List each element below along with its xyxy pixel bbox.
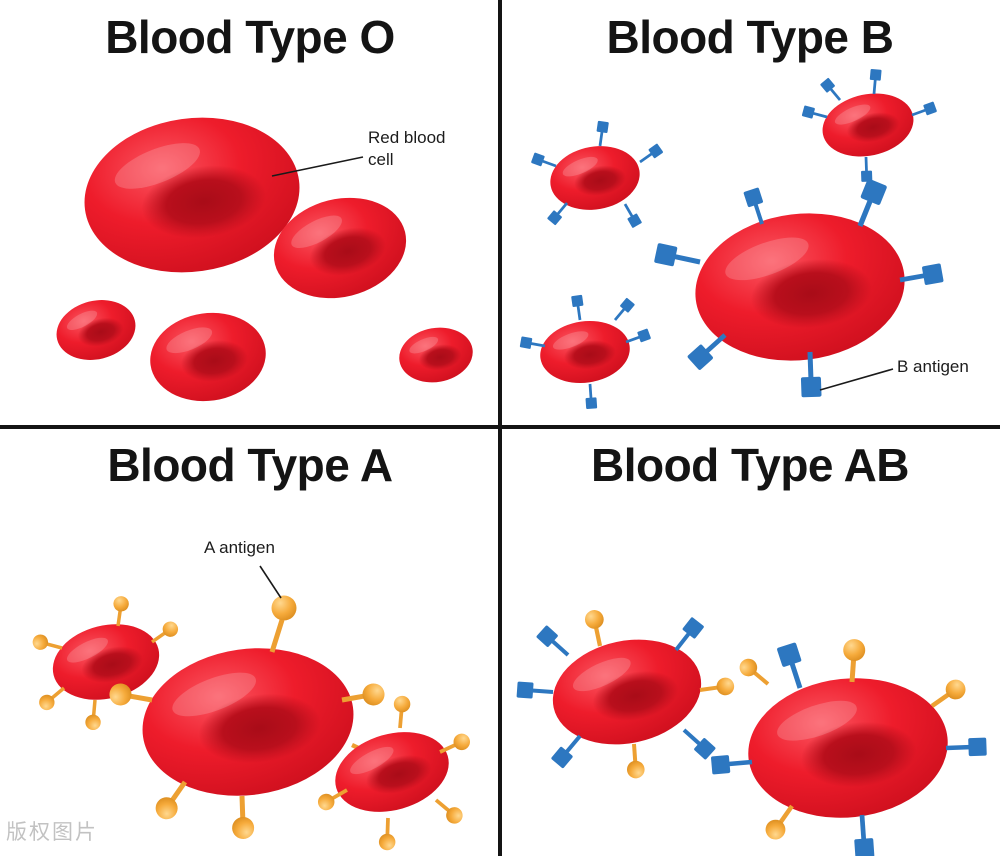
- b-antigen: [776, 642, 810, 692]
- b-antigen: [860, 156, 873, 182]
- b-antigen: [868, 68, 882, 95]
- a-antigen: [698, 676, 736, 699]
- a-antigen: [625, 743, 646, 779]
- b-antigen: [801, 105, 829, 123]
- red-blood-cell: [144, 305, 272, 409]
- a-antigen: [110, 595, 130, 628]
- panel-title-blood-type-ab: Blood Type AB: [590, 439, 910, 491]
- red-blood-cell: [543, 626, 711, 758]
- a-antigen: [430, 793, 467, 828]
- b-antigen: [898, 263, 944, 290]
- b-antigen: [620, 201, 643, 229]
- panel-b-cells: [519, 68, 944, 410]
- panel-ab-cells: [516, 608, 987, 856]
- a-antigen: [378, 817, 397, 851]
- annotation-line-red-blood-cell: [271, 156, 364, 177]
- b-antigen: [571, 294, 586, 321]
- b-antigen: [910, 101, 938, 121]
- annotation-line-a-antigen: [259, 565, 282, 599]
- panel-title-blood-type-o: Blood Type O: [105, 11, 395, 63]
- red-blood-cell: [132, 634, 364, 810]
- b-antigen: [530, 152, 558, 172]
- b-antigen: [945, 737, 987, 757]
- b-antigen: [678, 724, 717, 761]
- b-antigen: [516, 681, 554, 700]
- a-antigen: [84, 699, 103, 731]
- red-blood-cell: [44, 613, 168, 711]
- a-antigen-stalk: [269, 619, 285, 653]
- b-antigen: [653, 242, 703, 272]
- panel-title-blood-type-b: Blood Type B: [606, 11, 894, 63]
- a-antigen: [583, 608, 610, 648]
- red-blood-cell: [741, 668, 955, 828]
- annotation-red-blood-cell: Red blood cell: [368, 128, 446, 170]
- a-antigen: [231, 795, 255, 840]
- b-antigen: [819, 77, 845, 104]
- red-blood-cell: [536, 315, 634, 389]
- b-antigen: [710, 753, 753, 775]
- a-antigen: [735, 655, 774, 691]
- red-blood-cell: [816, 85, 920, 165]
- annotation-b-antigen: B antigen: [897, 357, 969, 376]
- b-antigen: [852, 814, 875, 856]
- a-antigen: [271, 595, 297, 621]
- panel-a-cells: [30, 565, 473, 851]
- b-antigen: [610, 297, 636, 324]
- b-antigen: [584, 383, 598, 410]
- a-antigen: [391, 695, 412, 729]
- b-antigen: [594, 120, 609, 147]
- panel-o-cells: [50, 104, 478, 409]
- red-blood-cell: [394, 321, 478, 389]
- panel-title-blood-type-a: Blood Type A: [107, 439, 393, 491]
- watermark-text: 版权图片: [6, 821, 98, 844]
- red-blood-cell: [50, 291, 142, 369]
- b-antigen: [535, 624, 574, 661]
- b-antigen: [636, 143, 664, 167]
- red-blood-cell: [686, 201, 914, 373]
- annotation-line-b-antigen: [819, 368, 894, 391]
- a-antigen: [841, 638, 866, 683]
- horizontal-divider: [0, 425, 1000, 429]
- red-blood-cell: [545, 139, 645, 217]
- annotation-a-antigen: A antigen: [204, 538, 275, 557]
